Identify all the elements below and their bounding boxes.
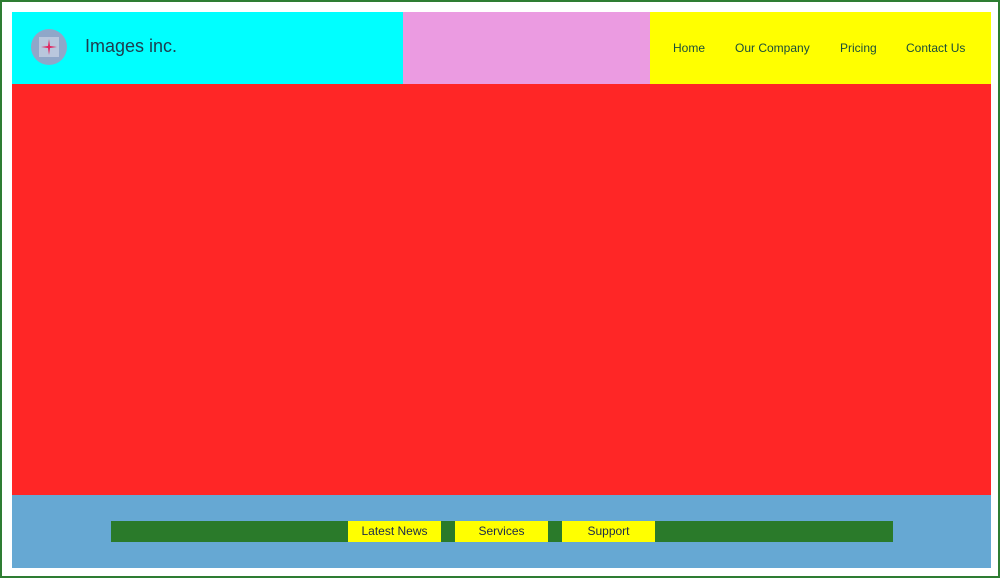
hero-banner bbox=[12, 84, 991, 495]
compass-star-icon bbox=[39, 37, 59, 57]
nav-item-contact-us[interactable]: Contact Us bbox=[906, 41, 966, 55]
nav-item-our-company[interactable]: Our Company bbox=[735, 41, 810, 55]
footer: Latest News Services Support bbox=[12, 495, 991, 568]
footer-link-support[interactable]: Support bbox=[562, 521, 655, 542]
footer-link-services[interactable]: Services bbox=[455, 521, 548, 542]
header-brand-area: Images inc. bbox=[12, 12, 403, 84]
logo[interactable] bbox=[31, 29, 67, 65]
brand-name: Images inc. bbox=[85, 36, 178, 56]
nav-item-pricing[interactable]: Pricing bbox=[840, 41, 877, 55]
footer-link-bar: Latest News Services Support bbox=[111, 521, 893, 542]
nav-item-home[interactable]: Home bbox=[673, 41, 706, 55]
header-spacer bbox=[403, 12, 650, 84]
main-nav: Home Our Company Pricing Contact Us bbox=[650, 12, 991, 84]
footer-link-latest-news[interactable]: Latest News bbox=[348, 521, 441, 542]
